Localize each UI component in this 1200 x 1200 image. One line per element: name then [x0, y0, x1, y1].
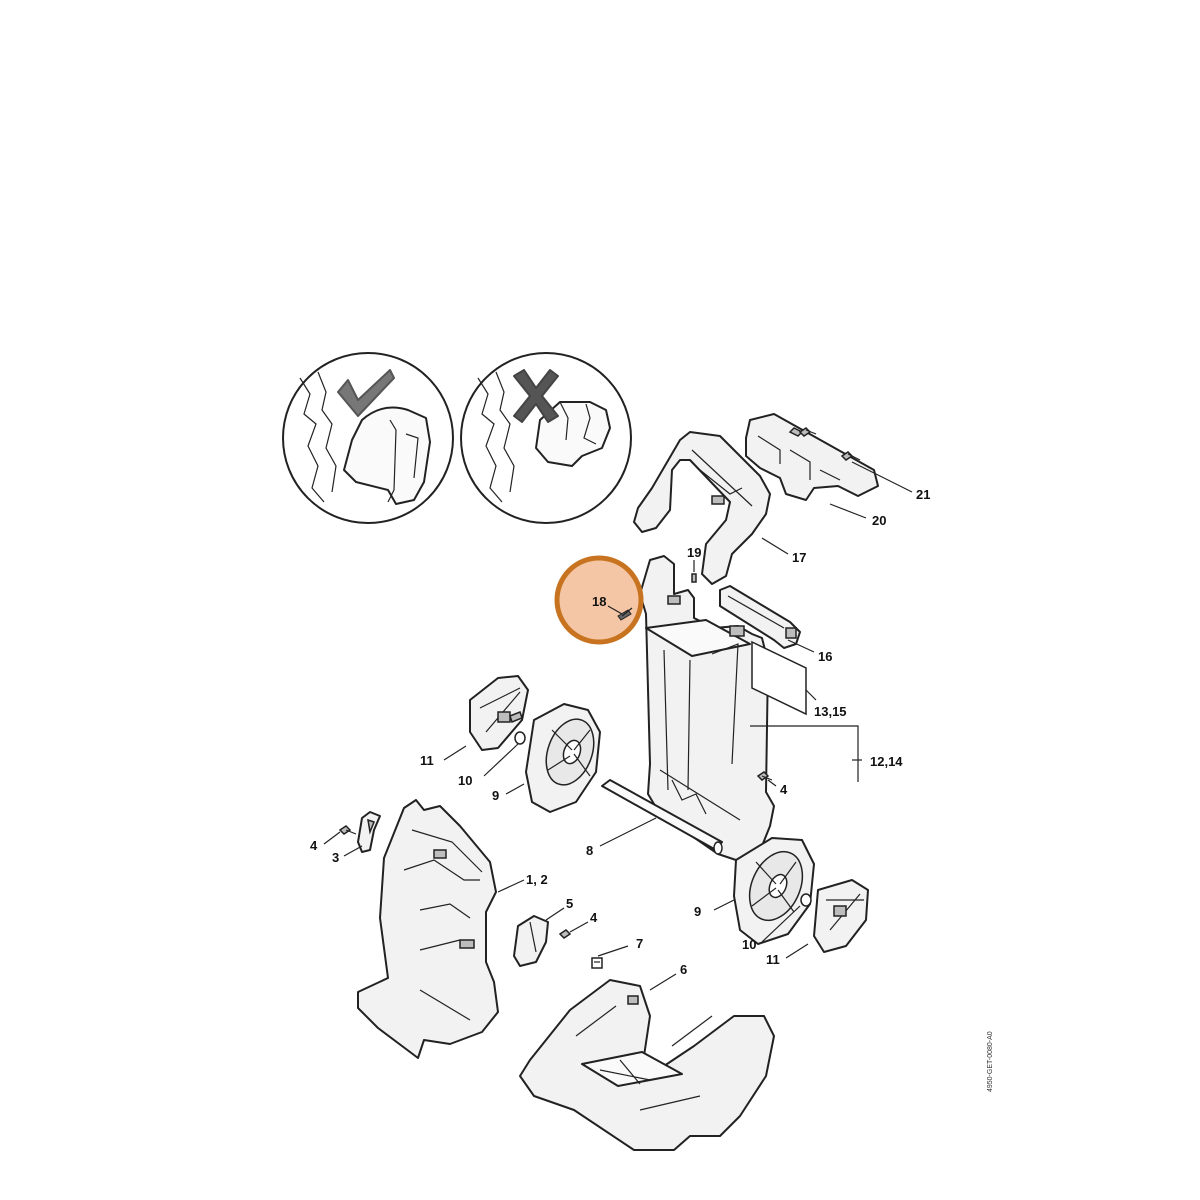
detail-correct-circle [282, 352, 454, 524]
screw-4-latch [338, 825, 357, 835]
callout-1-2: 1, 2 [526, 872, 548, 887]
clip-part [591, 957, 603, 969]
frame-part [639, 555, 775, 865]
axle-part [601, 779, 723, 855]
callout-11-lower: 11 [766, 952, 780, 967]
highlight-part-18 [554, 555, 644, 645]
wheel-upper [525, 703, 601, 813]
callout-4-frame: 4 [780, 782, 788, 797]
cover-part [513, 915, 549, 967]
washer-lower [800, 893, 812, 907]
callout-4-cover: 4 [590, 910, 598, 925]
callout-6: 6 [680, 962, 687, 977]
callout-3: 3 [332, 850, 339, 865]
screw-4-cover [558, 929, 572, 939]
callout-10-upper: 10 [458, 773, 472, 788]
hub-cap-lower [813, 879, 869, 953]
callout-16: 16 [818, 649, 832, 664]
leader-lines [323, 461, 913, 991]
base-part [519, 979, 775, 1151]
callout-19: 19 [687, 545, 701, 560]
document-id: 4950-GET-0080-A0 [987, 1031, 994, 1092]
screw-19 [691, 573, 697, 583]
callout-18: 18 [592, 594, 606, 609]
hub-cap-upper [469, 675, 529, 751]
latch-part [357, 811, 381, 853]
callout-11-upper: 11 [420, 753, 434, 768]
x-mark-icon [513, 369, 559, 423]
callout-7: 7 [636, 936, 643, 951]
callout-4-latch: 4 [310, 838, 318, 853]
housing-part [357, 799, 499, 1059]
screw-4-frame [756, 771, 773, 781]
callout-12-14: 12,14 [870, 754, 903, 769]
callout-21: 21 [916, 487, 930, 502]
wheel-lower [733, 837, 815, 945]
handle-part [633, 431, 771, 585]
screw-21-a [798, 427, 817, 437]
check-mark-icon [337, 369, 395, 417]
callout-5: 5 [566, 896, 573, 911]
callout-13-15: 13,15 [814, 704, 847, 719]
screw-21-b [840, 451, 861, 461]
label-rectangle [751, 640, 807, 716]
callout-9-upper: 9 [492, 788, 499, 803]
detail-incorrect-circle [460, 352, 632, 524]
callout-17: 17 [792, 550, 806, 565]
callout-labels: 21 20 17 19 18 16 13,15 12,14 4 11 10 9 … [310, 487, 930, 977]
washer-upper [514, 731, 526, 745]
callout-9-lower: 9 [694, 904, 701, 919]
callout-20: 20 [872, 513, 886, 528]
callout-10-lower: 10 [742, 937, 756, 952]
callout-8: 8 [586, 843, 593, 858]
